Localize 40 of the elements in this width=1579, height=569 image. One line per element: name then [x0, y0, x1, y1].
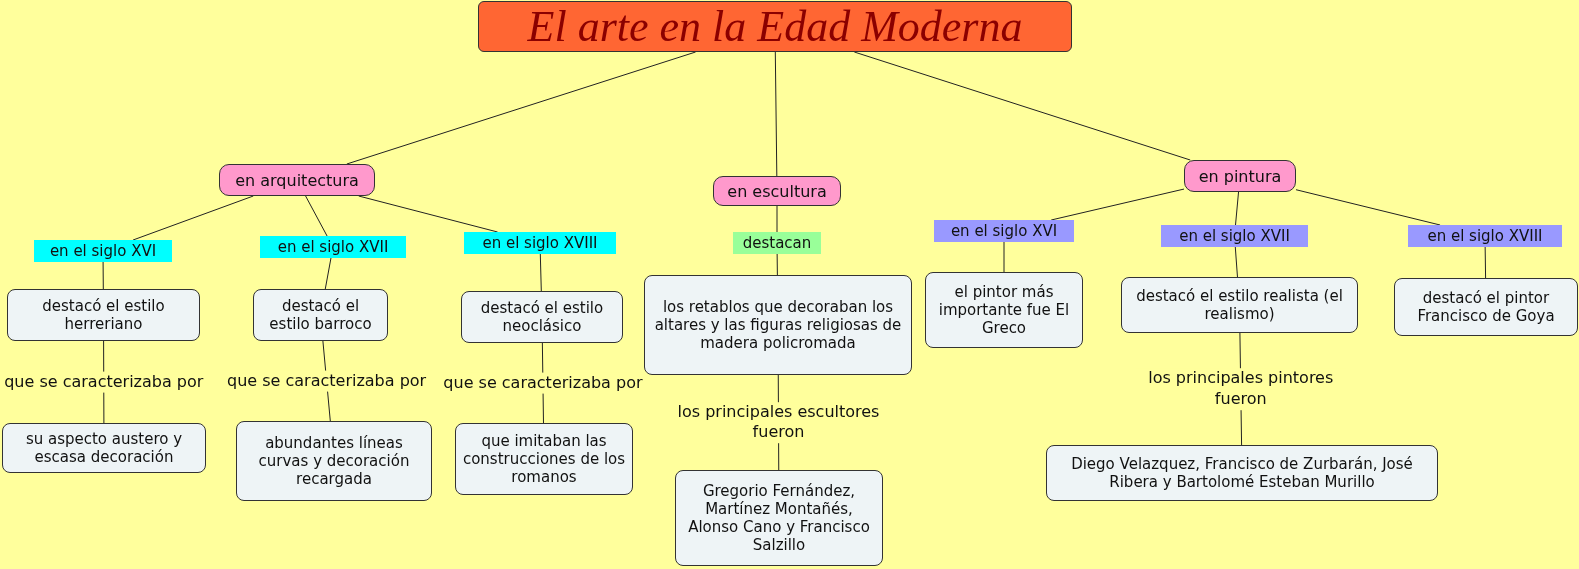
connector-line	[1050, 188, 1185, 221]
concept-box: que imitaban las construcciones de los romanos	[455, 423, 633, 495]
connector-line	[324, 257, 332, 290]
connector-line	[776, 205, 778, 233]
topic-box: en arquitectura	[219, 164, 375, 196]
topic-box: en pintura	[1184, 160, 1296, 192]
concept-box: Gregorio Fernández, Martínez Montañés, Alonso Cano y Francisco Salzillo	[675, 470, 883, 566]
connector-line	[1295, 189, 1441, 226]
concept-box: destacó el estilo realista (el realismo)	[1121, 277, 1358, 333]
concept-box: destacó el estilo neoclásico	[461, 291, 623, 343]
concept-box: los retablos que decoraban los altares y las figuras religiosas de madera policromada	[644, 275, 912, 375]
connector-line	[1484, 246, 1487, 279]
concept-box: destacó el estilo barroco	[253, 289, 388, 341]
highlighted-label: en el siglo XVI	[34, 240, 172, 262]
connector-line	[346, 51, 697, 165]
concept-box: el pintor más importante fue El Greco	[925, 272, 1083, 348]
connector-line	[539, 253, 542, 292]
highlighted-label: en el siglo XVI	[934, 220, 1074, 242]
highlighted-label: en el siglo XVII	[260, 236, 406, 258]
concept-box: destacó el pintor Francisco de Goya	[1394, 278, 1578, 336]
connector-line	[132, 195, 254, 241]
connector-line	[305, 195, 328, 237]
highlighted-label: en el siglo XVIII	[464, 232, 616, 254]
highlighted-label: en el siglo XVIII	[1408, 225, 1562, 247]
concept-box: destacó el estilo herreriano	[7, 289, 200, 341]
concept-box: su aspecto austero y escasa decoración	[2, 423, 206, 473]
topic-box: en escultura	[713, 176, 841, 206]
connector-line	[1235, 191, 1240, 226]
connector-line	[1003, 241, 1005, 273]
concept-box: Diego Velazquez, Francisco de Zurbarán, José Ribera y Bartolomé Esteban Murillo	[1046, 445, 1438, 501]
connector-line	[774, 51, 778, 177]
concept-box: abundantes líneas curvas y decoración recargada	[236, 421, 432, 501]
connector-line	[102, 261, 104, 290]
connector-line	[358, 195, 499, 233]
connector-line	[776, 253, 778, 276]
connector-line	[1234, 246, 1238, 278]
highlighted-label: destacan	[733, 232, 821, 254]
highlighted-label: en el siglo XVII	[1161, 225, 1308, 247]
title-box: El arte en la Edad Moderna	[478, 1, 1072, 52]
connector-line	[853, 51, 1191, 161]
